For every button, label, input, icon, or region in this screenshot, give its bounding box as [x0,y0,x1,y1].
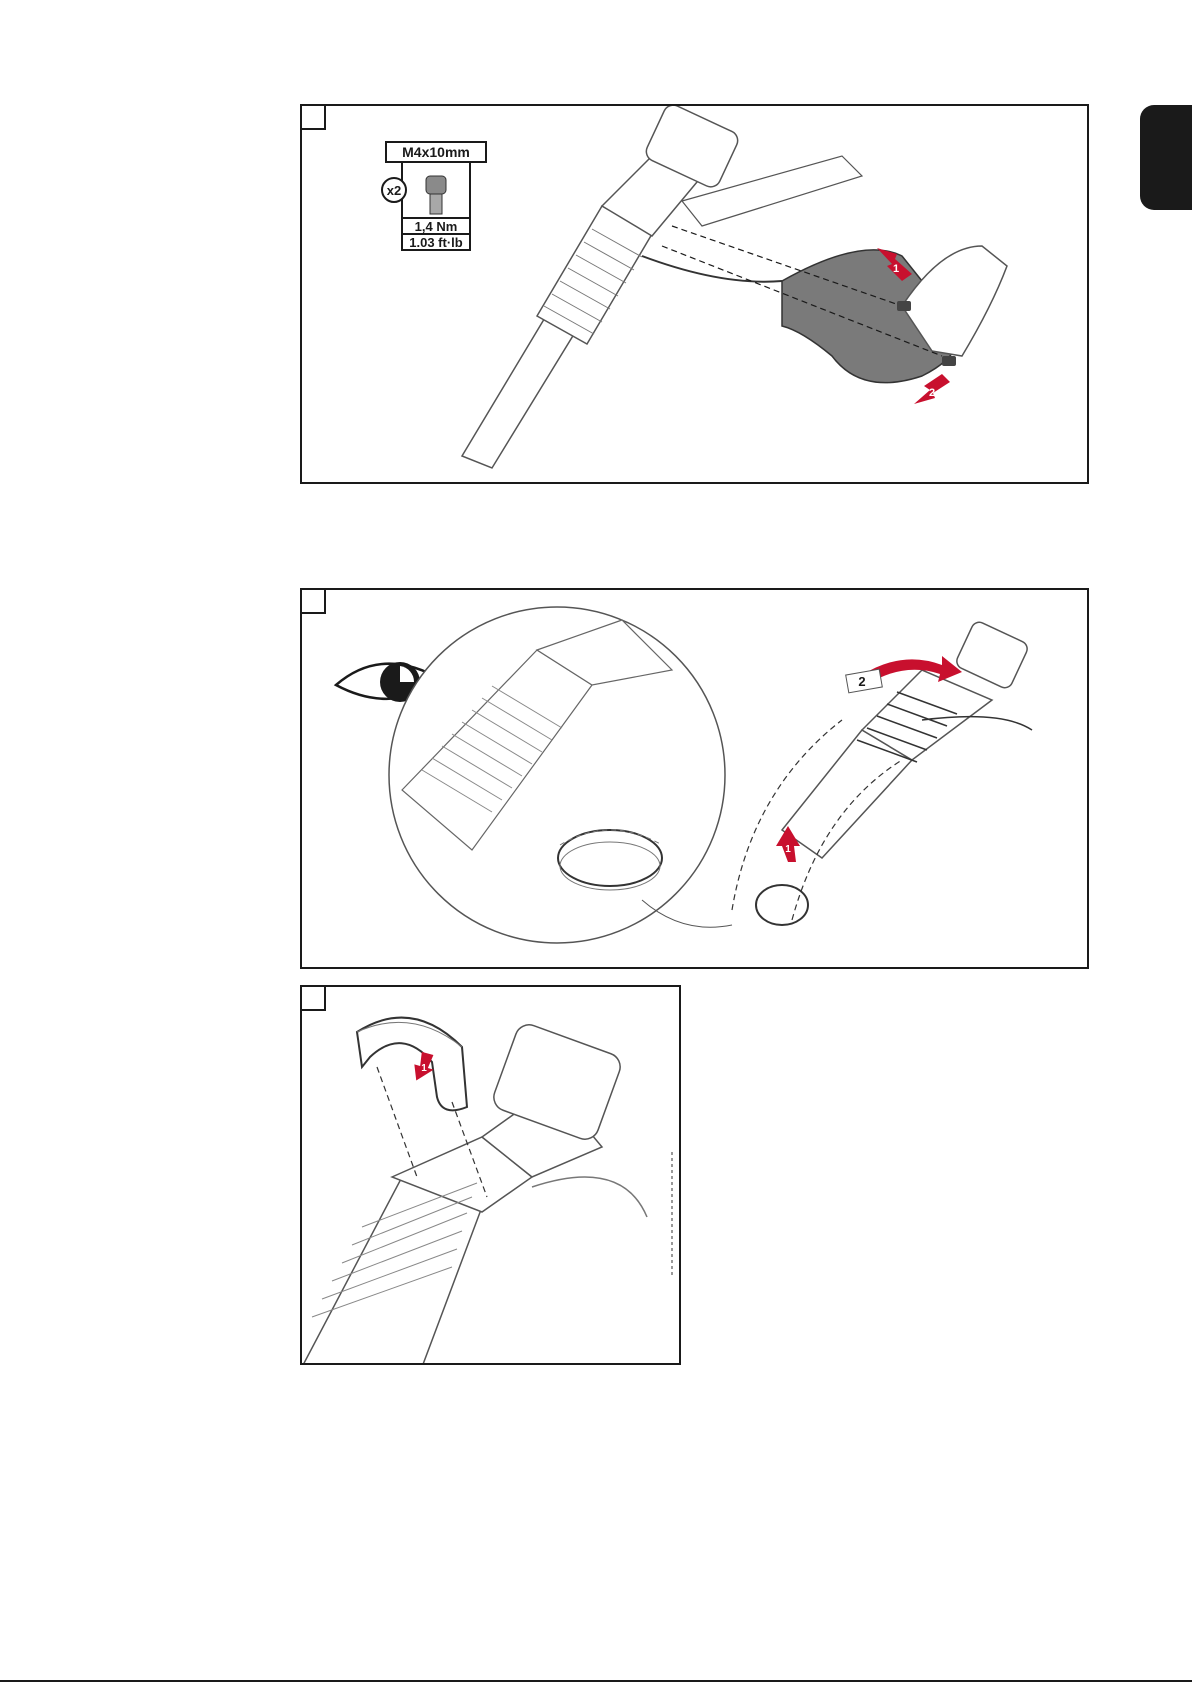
screw-icon [426,176,446,214]
screw-spec-label: M4x10mm [402,144,470,160]
clip-ring-part [357,1018,467,1111]
torque-nm-label: 1,4 Nm [415,219,458,234]
arrow-2: 2 [914,374,950,404]
screw-1 [897,301,911,311]
step-panel-2: 2 1 [300,588,1089,969]
chapter-tab [1140,105,1192,210]
svg-text:2: 2 [858,674,865,689]
svg-text:1: 1 [421,1063,427,1074]
quantity-label: x2 [387,183,401,198]
detail-magnifier [389,607,725,943]
screw-spec-block: M4x10mm x2 1,4 Nm 1.03 ft·lb [382,142,486,250]
ring-removal-illustration: 2 1 [302,590,1089,969]
svg-text:1: 1 [785,844,791,855]
screw-2 [942,356,956,366]
svg-text:1: 1 [893,263,899,275]
torch-neck-closeup [302,1021,647,1365]
torque-ftlb-label: 1.03 ft·lb [409,235,463,250]
handle-cover-part [642,156,1007,383]
svg-text:2: 2 [929,387,935,399]
footer-rule [0,1680,1192,1682]
ring-install-illustration: 1 [302,987,681,1365]
torch-neck-illustration-1: M4x10mm x2 1,4 Nm 1.03 ft·lb [302,106,1089,484]
step-panel-3: 1 [300,985,681,1365]
step-panel-1: M4x10mm x2 1,4 Nm 1.03 ft·lb [300,104,1089,484]
